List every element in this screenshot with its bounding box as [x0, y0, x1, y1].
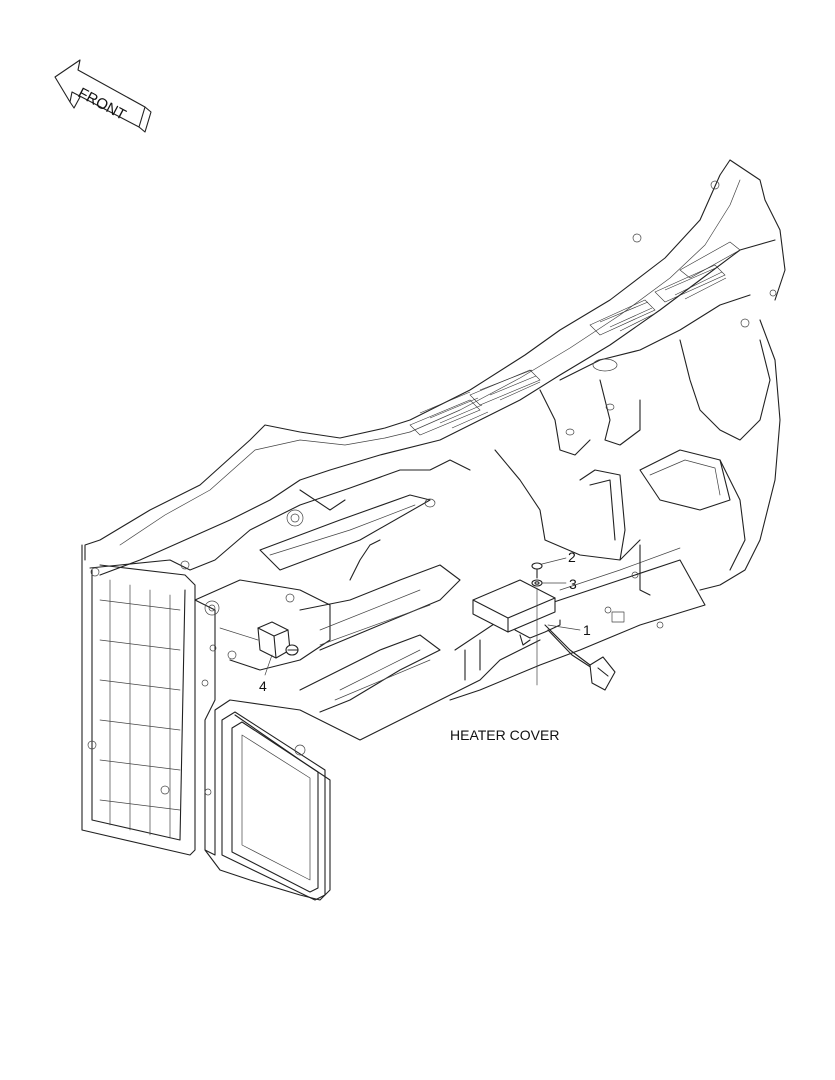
callout-3: 3 [569, 576, 577, 592]
heater-cover-body [81, 159, 786, 901]
part-2-screw [531, 562, 543, 579]
front-arrow-icon: FRONT [54, 59, 152, 133]
callout-4: 4 [259, 678, 267, 694]
part-4-relay [219, 621, 299, 659]
part-1-control-module [472, 579, 616, 691]
callout-2: 2 [568, 549, 576, 565]
heater-cover-label: HEATER COVER [450, 727, 559, 743]
leader-line-4 [264, 654, 273, 676]
leader-line-1 [547, 624, 581, 631]
leader-line-2 [541, 557, 567, 565]
callout-1: 1 [583, 622, 591, 638]
